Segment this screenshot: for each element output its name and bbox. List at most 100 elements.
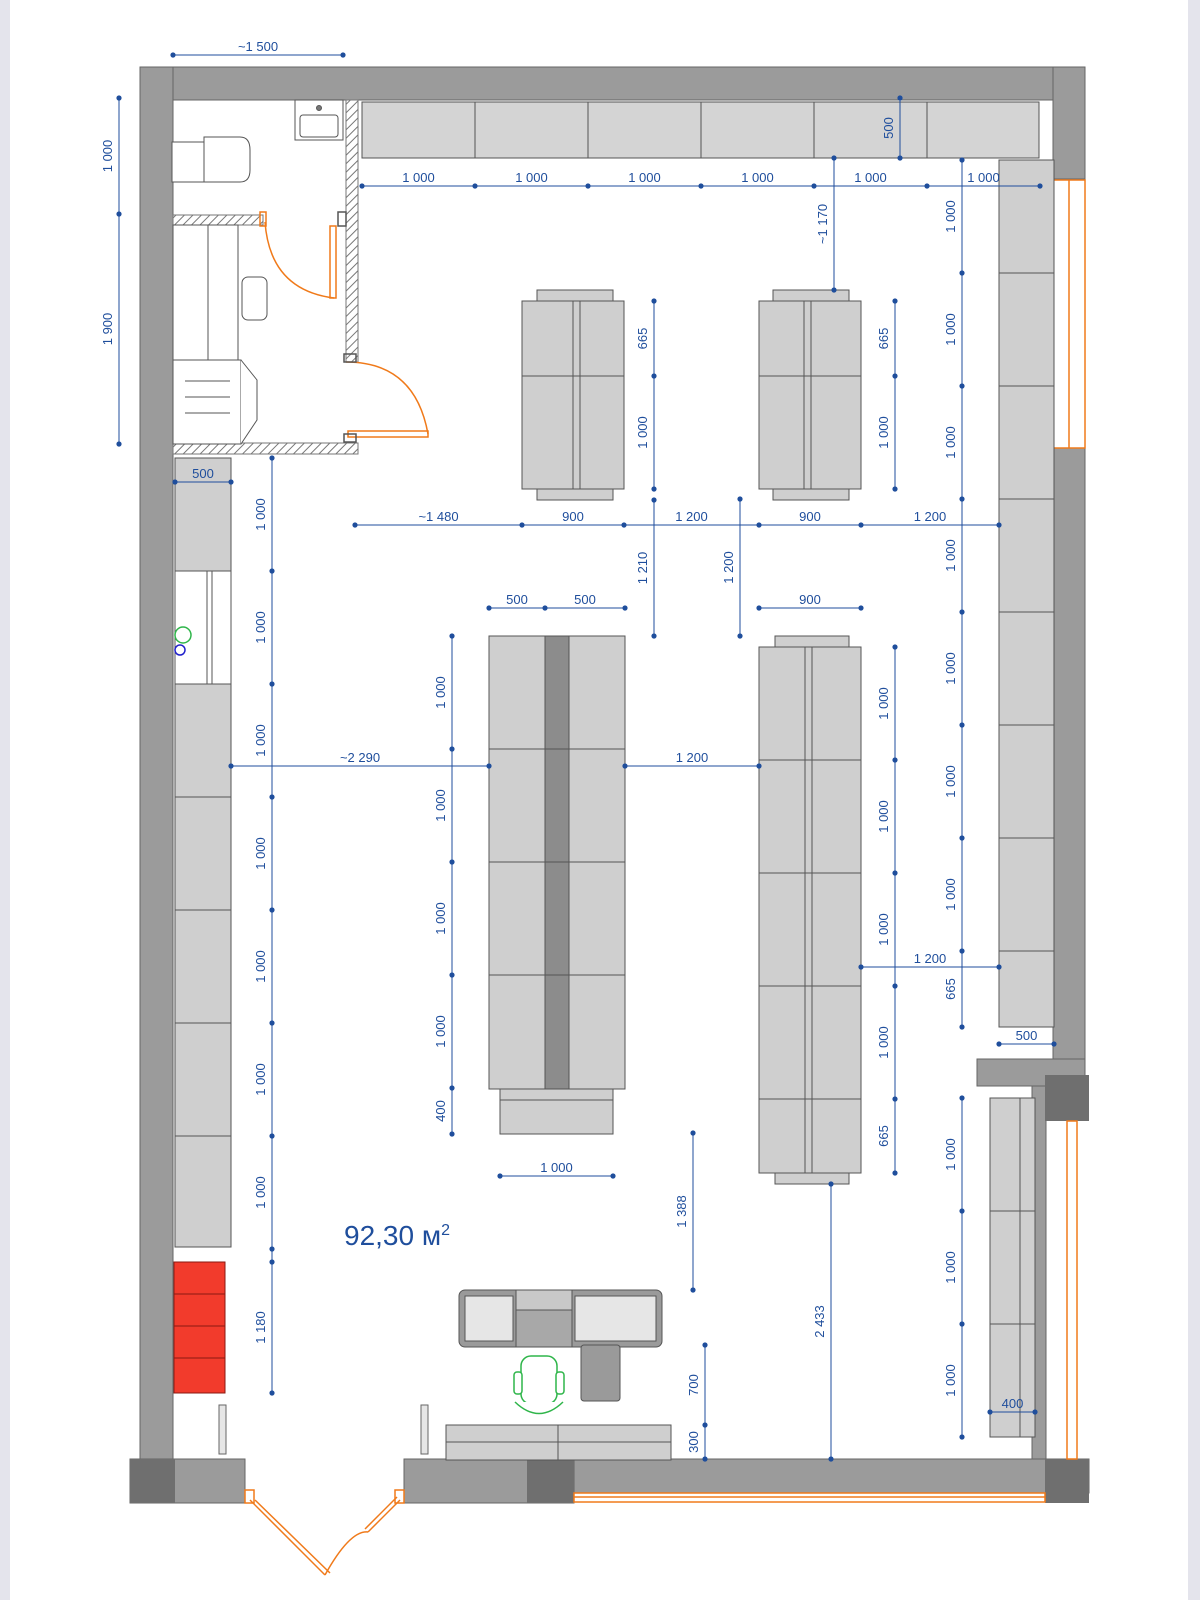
dimension-label: 1 000 bbox=[433, 902, 448, 935]
dimension-label: 1 000 bbox=[628, 170, 661, 185]
dimension-label: 1 000 bbox=[943, 1138, 958, 1171]
dimension-label: 2 433 bbox=[812, 1305, 827, 1338]
dimension-tick bbox=[996, 1041, 1002, 1047]
dimension-tick bbox=[449, 859, 455, 865]
dimension-tick bbox=[959, 1024, 965, 1030]
dimension-tick bbox=[831, 287, 837, 293]
dimension-label: 1 000 bbox=[943, 539, 958, 572]
dimension-tick bbox=[690, 1130, 696, 1136]
fire-equipment bbox=[173, 1261, 226, 1394]
dimension-label: 1 000 bbox=[943, 1364, 958, 1397]
office-door[interactable] bbox=[343, 353, 429, 443]
area-label: 92,30 м2 bbox=[344, 1220, 450, 1251]
wall-right-upper bbox=[1052, 66, 1086, 180]
dimension-tick bbox=[610, 1173, 616, 1179]
dimension-label: 1 000 bbox=[854, 170, 887, 185]
checkout-counter bbox=[445, 1289, 672, 1461]
dimension-label: 1 000 bbox=[943, 1251, 958, 1284]
dimension-tick bbox=[472, 183, 478, 189]
dimension-label: 400 bbox=[1002, 1396, 1024, 1411]
dimension-label: 1 000 bbox=[253, 1063, 268, 1096]
dimension-label: ~1 500 bbox=[238, 39, 278, 54]
dimension-tick bbox=[858, 605, 864, 611]
dimension-tick bbox=[959, 835, 965, 841]
partition-wall-vertical bbox=[345, 99, 359, 363]
wall-right-mid bbox=[1052, 447, 1086, 1063]
dimension-tick bbox=[1037, 183, 1043, 189]
dimension-tick bbox=[698, 183, 704, 189]
dimension-tick bbox=[959, 1208, 965, 1214]
dimension-label: 1 000 bbox=[943, 200, 958, 233]
dimension-tick bbox=[756, 522, 762, 528]
wc-door[interactable] bbox=[259, 211, 347, 299]
dimension-tick bbox=[269, 568, 275, 574]
dimension-tick bbox=[269, 455, 275, 461]
wall-top bbox=[139, 66, 1086, 101]
dimension-label: ~1 170 bbox=[815, 204, 830, 244]
dimension-label: ~2 290 bbox=[340, 750, 380, 765]
area-value: 92,30 м bbox=[344, 1220, 441, 1251]
dimension-tick bbox=[987, 1409, 993, 1415]
gondola-1 bbox=[521, 289, 625, 501]
dimension-label: 500 bbox=[506, 592, 528, 607]
dimension-label: 1 000 bbox=[253, 498, 268, 531]
dimension-tick bbox=[621, 522, 627, 528]
dimension-tick bbox=[892, 644, 898, 650]
dimension-tick bbox=[497, 1173, 503, 1179]
dimension-tick bbox=[811, 183, 817, 189]
dimension-label: 1 200 bbox=[914, 951, 947, 966]
dimension-tick bbox=[449, 633, 455, 639]
wall-bottom-right bbox=[573, 1458, 1090, 1494]
wall-columns bbox=[130, 1075, 1089, 1503]
dimension-tick bbox=[116, 95, 122, 101]
dimension-label: 300 bbox=[686, 1431, 701, 1453]
dimension-tick bbox=[959, 609, 965, 615]
dimension-tick bbox=[116, 441, 122, 447]
gondola-2 bbox=[758, 289, 862, 501]
dimension-tick bbox=[892, 486, 898, 492]
dimension-label: 665 bbox=[876, 328, 891, 350]
dimension-tick bbox=[269, 1020, 275, 1026]
windows bbox=[573, 179, 1086, 1503]
dimension-label: 1 200 bbox=[721, 551, 736, 584]
dimension-tick bbox=[359, 183, 365, 189]
dimension-tick bbox=[622, 605, 628, 611]
shelving bbox=[174, 101, 1055, 1438]
dimension-tick bbox=[737, 633, 743, 639]
dimension-tick bbox=[996, 964, 1002, 970]
dimension-tick bbox=[690, 1287, 696, 1293]
column bbox=[130, 1459, 175, 1503]
dimension-tick bbox=[228, 763, 234, 769]
sink-icon bbox=[294, 99, 344, 141]
shelf-left-wall bbox=[174, 683, 232, 1248]
dimension-tick bbox=[651, 486, 657, 492]
entrance-door[interactable] bbox=[244, 1489, 405, 1576]
dimension-label: 1 000 bbox=[433, 789, 448, 822]
dimension-label: 1 200 bbox=[676, 750, 709, 765]
dimension-tick bbox=[959, 1434, 965, 1440]
dimension-label: 500 bbox=[1016, 1028, 1038, 1043]
dimension-tick bbox=[858, 964, 864, 970]
shelf-right-lower bbox=[989, 1097, 1036, 1438]
toilet-icon bbox=[171, 136, 251, 183]
dimension-label: 1 000 bbox=[635, 416, 650, 449]
dimension-tick bbox=[116, 211, 122, 217]
dimension-tick bbox=[449, 1085, 455, 1091]
dimension-tick bbox=[352, 522, 358, 528]
dimension-tick bbox=[269, 1390, 275, 1396]
dimension-tick bbox=[449, 972, 455, 978]
dimension-label: 1 000 bbox=[943, 313, 958, 346]
wall-left bbox=[139, 66, 174, 1463]
dimension-label: 1 000 bbox=[943, 765, 958, 798]
dimension-label: 665 bbox=[943, 978, 958, 1000]
dimension-tick bbox=[269, 681, 275, 687]
dimension-label: 1 000 bbox=[967, 170, 1000, 185]
partition-wall-wc bbox=[172, 214, 264, 226]
partition-wall-horizontal bbox=[172, 442, 359, 455]
dimension-tick bbox=[269, 1246, 275, 1252]
dimension-label: 1 000 bbox=[943, 878, 958, 911]
dimension-label: 1 000 bbox=[253, 724, 268, 757]
office-desk bbox=[172, 224, 239, 361]
